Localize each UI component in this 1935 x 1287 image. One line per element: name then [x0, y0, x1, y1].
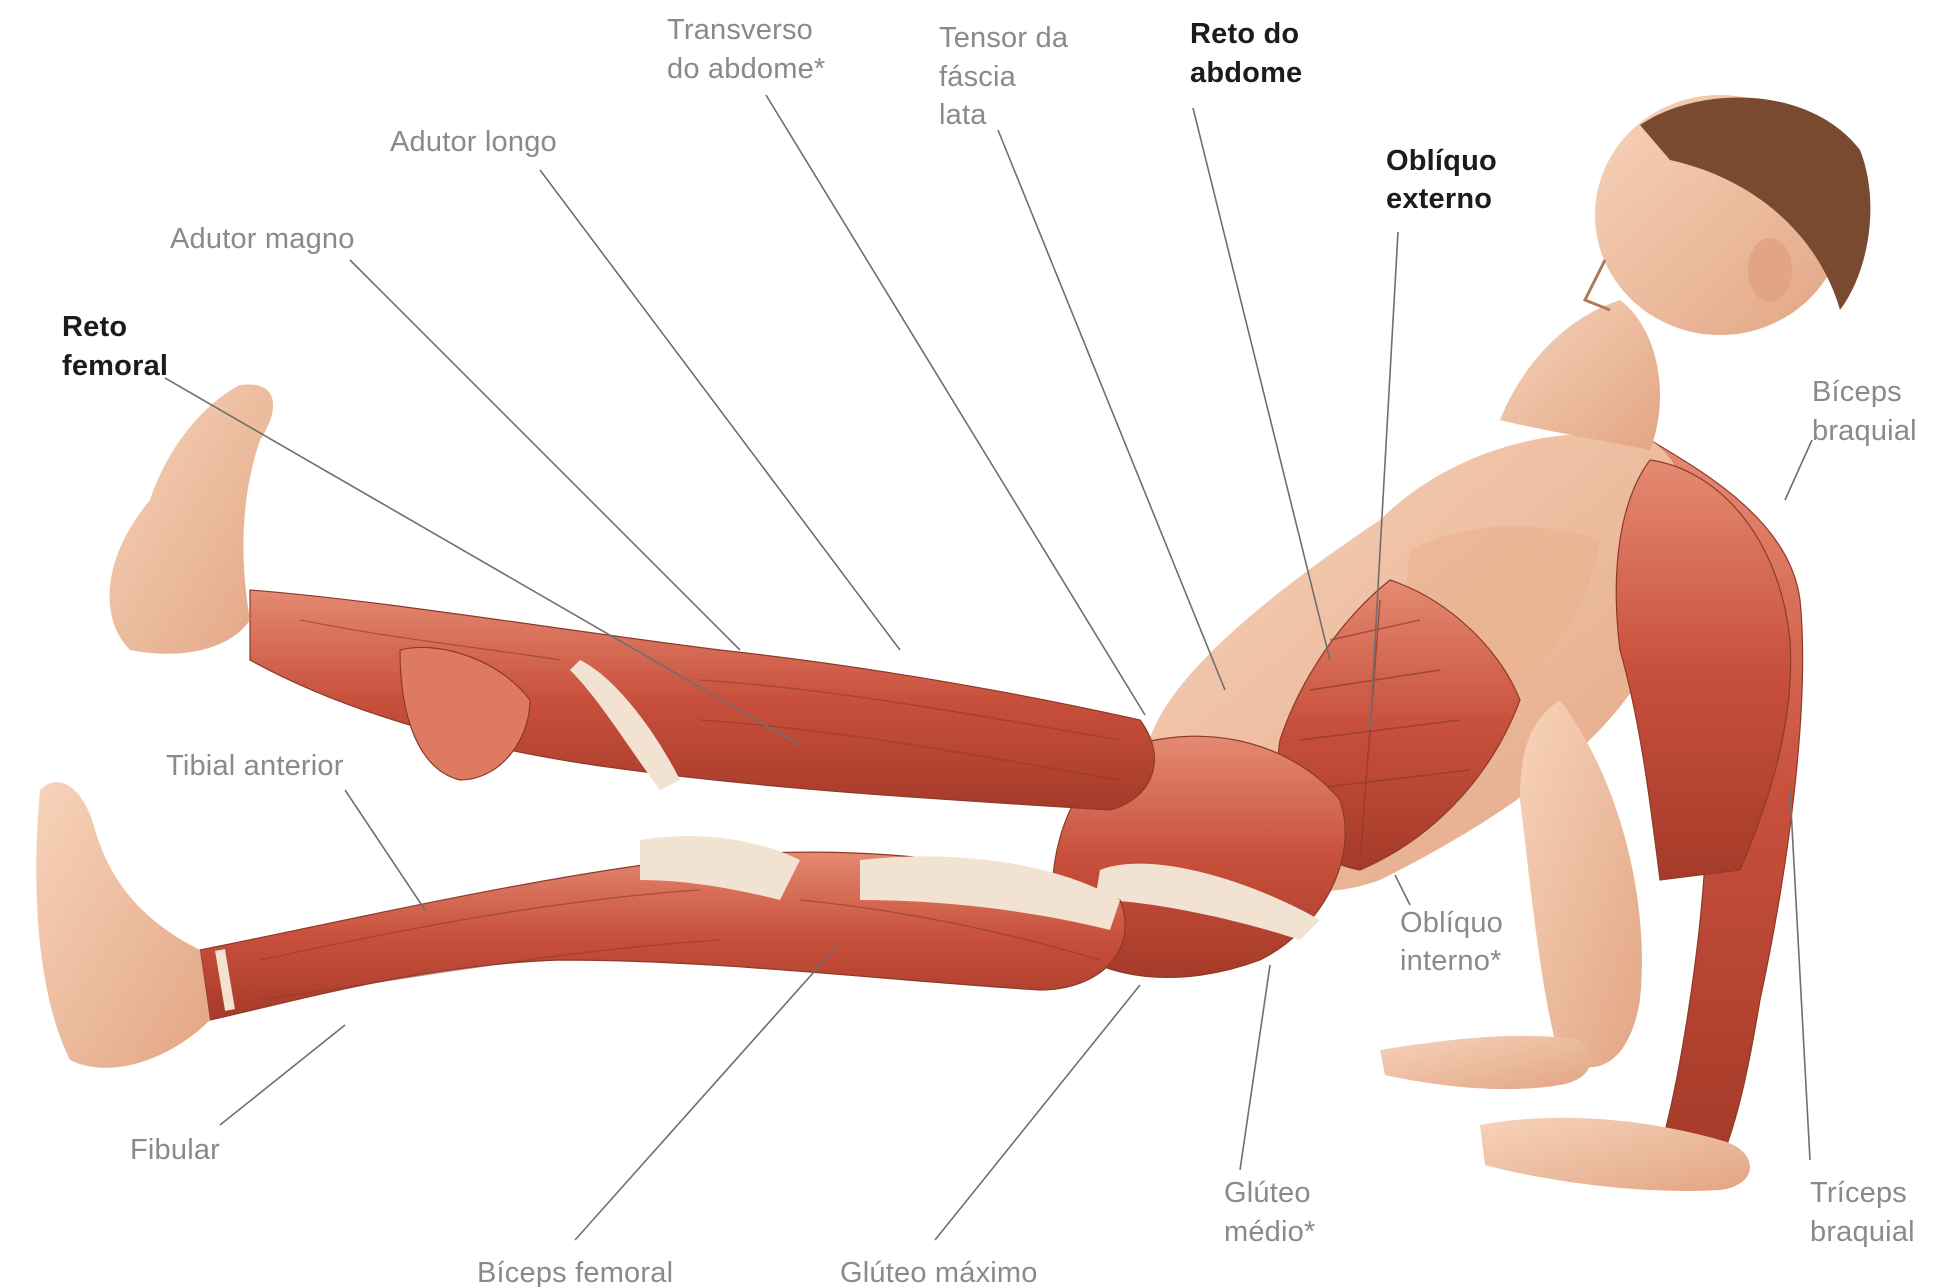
label-obliquo-interno: Oblíquo interno*	[1400, 907, 1511, 977]
label-gluteo-maximo: Glúteo máximo	[840, 1257, 1038, 1287]
lower-leg	[36, 782, 1125, 1068]
label-adutor-magno: Adutor magno	[170, 223, 355, 255]
label-biceps-femoral: Bíceps femoral	[477, 1257, 673, 1287]
raised-leg	[110, 384, 1155, 810]
label-adutor-longo: Adutor longo	[390, 126, 557, 158]
label-reto-do-abdome: Reto do abdome	[1190, 18, 1308, 89]
label-triceps-braquial: Tríceps braquial	[1810, 1177, 1915, 1248]
label-gluteo-medio: Glúteo médio*	[1224, 1177, 1319, 1248]
figure	[36, 95, 1870, 1191]
label-reto-femoral: Reto femoral	[62, 311, 168, 382]
label-tibial-anterior: Tibial anterior	[166, 750, 344, 782]
label-tensor-da-fascia-lata: Tensor da fáscia lata	[939, 22, 1076, 131]
label-fibular: Fibular	[130, 1134, 220, 1166]
label-transverso-do-abdome: Transverso do abdome*	[667, 14, 825, 85]
label-biceps-braquial: Bíceps braquial	[1812, 376, 1917, 447]
label-obliquo-externo: Oblíquo externo	[1386, 145, 1505, 215]
